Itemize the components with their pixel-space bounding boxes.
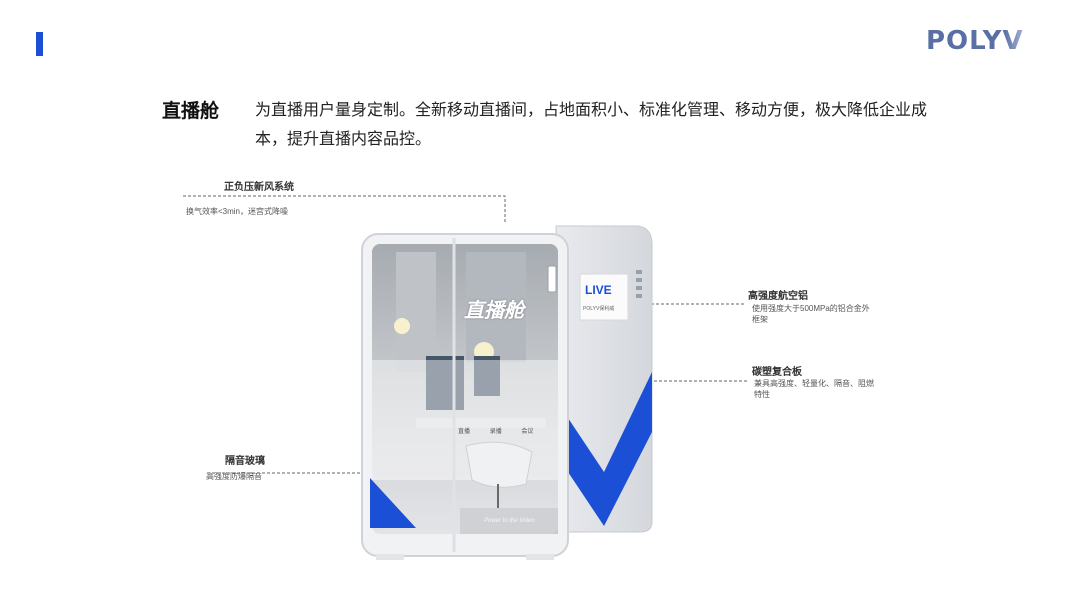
callout-glass-title: 隔音玻璃 (225, 456, 265, 467)
accent-bar (36, 32, 43, 56)
desk-label-meeting: 会议 (521, 429, 534, 435)
desk-label-live: 直播 (458, 429, 471, 435)
callout-composite-desc: 兼具高强度、轻量化、隔音、阻燃特性 (754, 379, 874, 399)
callout-ventilation-title: 正负压新风系统 (224, 182, 294, 193)
callout-ventilation-desc: 换气效率<3min，迷宫式降噪 (186, 207, 289, 216)
booth-brand-small: POLYV保利威 (583, 306, 615, 312)
callout-glass-desc: 高强度防爆隔音 (206, 472, 262, 481)
polyv-logo: POLYV (926, 26, 1064, 56)
desk-label-record: 录播 (489, 429, 502, 435)
live-badge: LIVE (585, 283, 612, 297)
live-booth-illustration: 直播舱 LIVE POLYV保利威 直播 录播 会议 Power to the … (356, 222, 666, 562)
intro-paragraph: 为直播用户量身定制。全新移动直播间，占地面积小、标准化管理、移动方便，极大降低企… (255, 102, 928, 148)
front-chevron (370, 478, 416, 528)
booth-glass-text: 直播舱 (464, 300, 524, 322)
page-title: 直播舱 (162, 101, 220, 122)
callout-aluminum-desc: 使用强度大于500MPa的铝合金外框架 (752, 304, 870, 324)
callout-aluminum-title: 高强度航空铝 (748, 291, 808, 302)
booth-floor-text: Power to the Video (484, 518, 535, 524)
callout-composite-title: 碳塑复合板 (752, 367, 802, 378)
side-chevron (568, 372, 652, 526)
